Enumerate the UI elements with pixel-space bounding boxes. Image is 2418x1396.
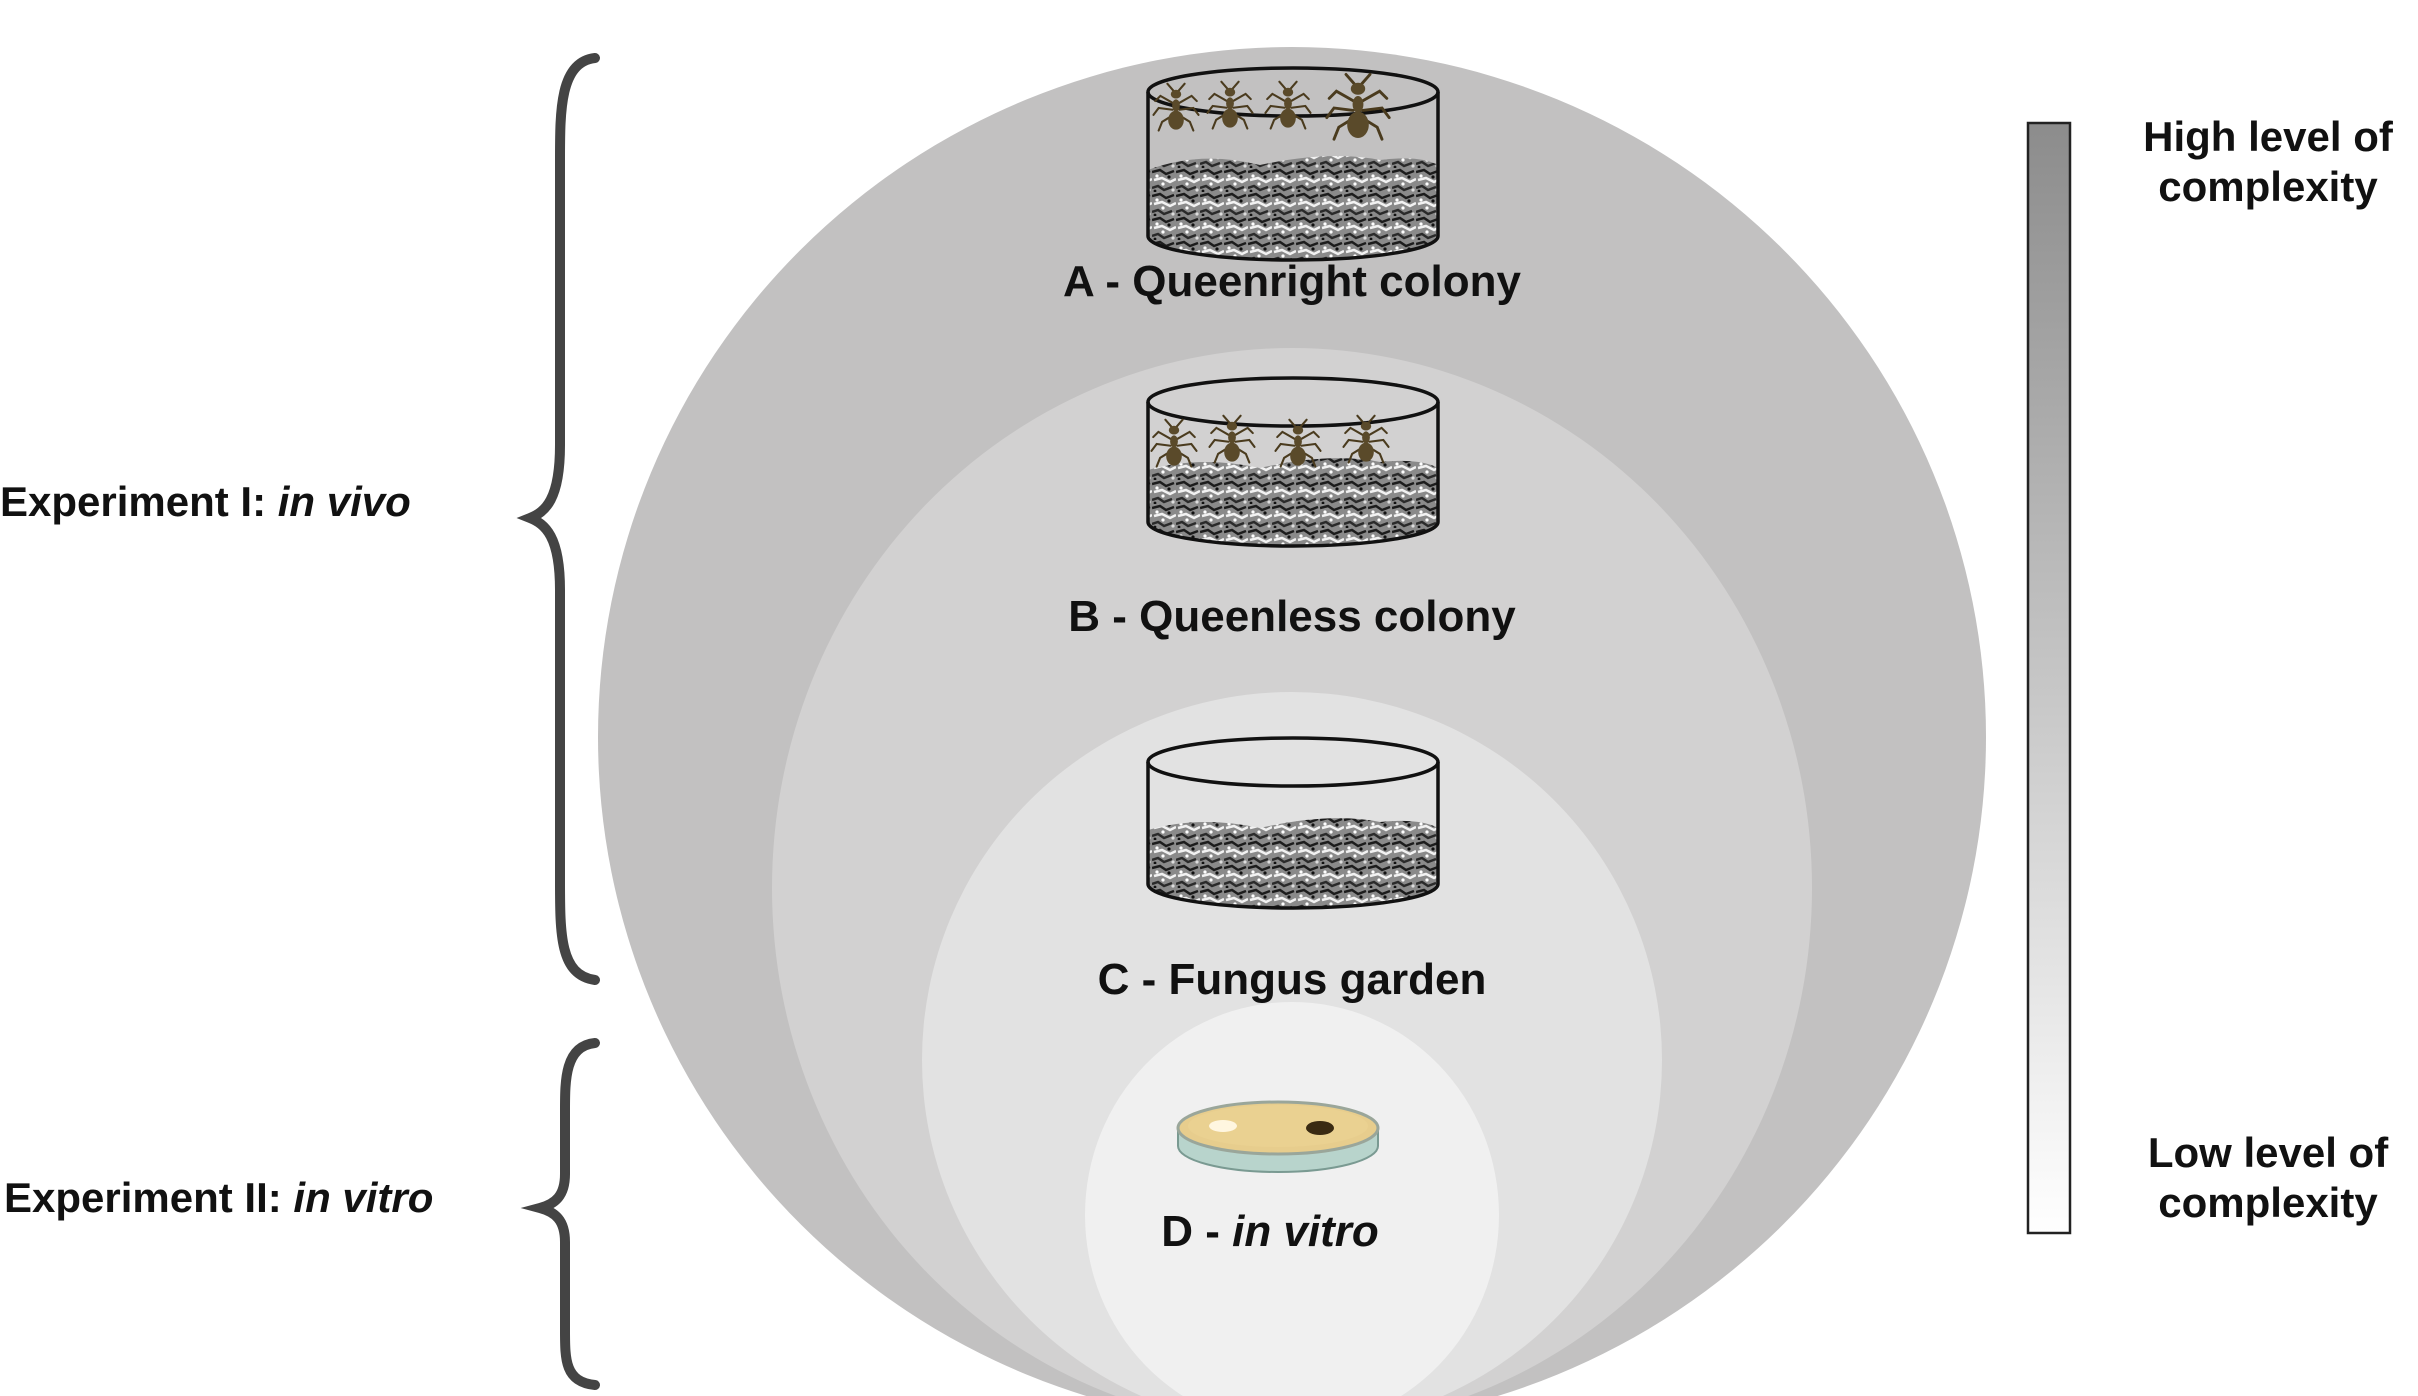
experiment-i-label: Experiment I: in vivo (0, 478, 411, 525)
level-d-label: D - in vitro (1161, 1207, 1379, 1256)
petri-dish-icon (1176, 1100, 1380, 1173)
complexity-gradient-bar (2026, 121, 2072, 1235)
circle-level-d (1085, 1002, 1499, 1396)
ant-colony-container-icon (1146, 376, 1440, 548)
low-complexity-label: Low level of complexity (2147, 1129, 2389, 1226)
ant-colony-container-icon (1146, 66, 1440, 262)
experiment-ii-brace (520, 1038, 600, 1390)
experiment-ii-label: Experiment II: in vitro (4, 1174, 434, 1221)
level-c-label: C - Fungus garden (1098, 955, 1487, 1004)
level-b-label: B - Queenless colony (1068, 592, 1516, 641)
experiment-i-brace (516, 53, 600, 985)
level-a-label: A - Queenright colony (1063, 257, 1521, 306)
high-complexity-label: High level of complexity (2143, 113, 2393, 210)
fungus-container-icon (1146, 736, 1440, 910)
